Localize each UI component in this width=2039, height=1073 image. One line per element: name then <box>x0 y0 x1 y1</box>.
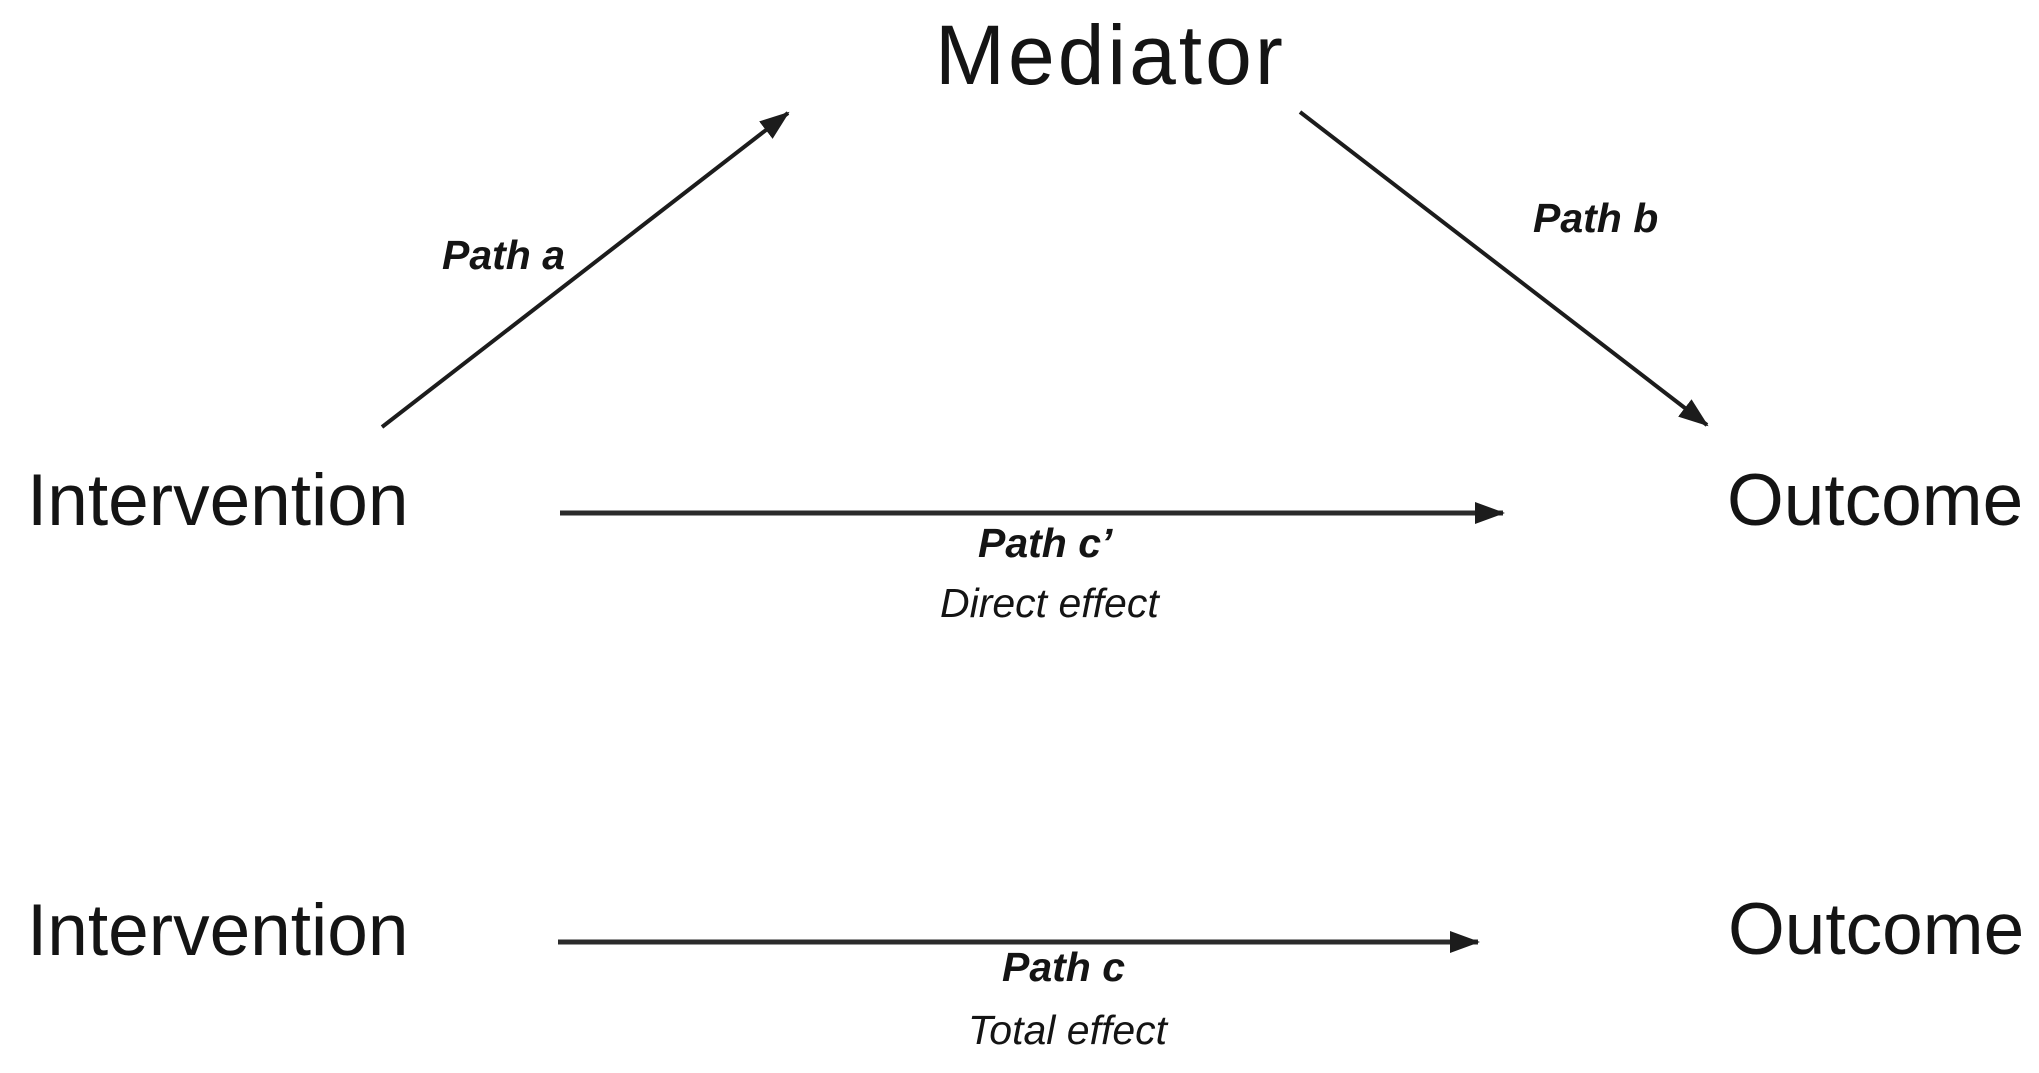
path-c-prime-label: Path c’ <box>978 520 1113 566</box>
path-c-label: Path c <box>1002 944 1126 990</box>
node-intervention-top: Intervention <box>27 460 409 541</box>
total-effect-label: Total effect <box>968 1007 1168 1053</box>
path-a-label: Path a <box>442 232 566 278</box>
node-intervention-bottom: Intervention <box>27 890 409 971</box>
node-outcome-bottom: Outcome <box>1728 889 2025 970</box>
path-a-arrow <box>380 111 790 429</box>
node-mediator: Mediator <box>935 8 1286 102</box>
direct-effect-label: Direct effect <box>940 580 1159 626</box>
path-b-arrow <box>1298 110 1709 427</box>
node-outcome-top: Outcome <box>1727 460 2024 541</box>
path-b-label: Path b <box>1533 195 1659 241</box>
